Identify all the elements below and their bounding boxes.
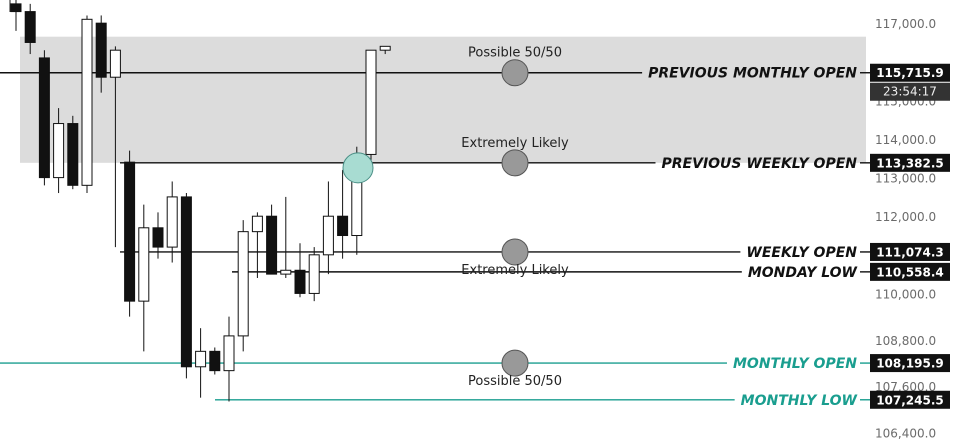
- price-badge: [870, 153, 950, 172]
- candle-body: [223, 335, 235, 372]
- candle-body: [251, 215, 263, 233]
- candle-body: [152, 227, 164, 248]
- price-badge-text: 110,558.4: [876, 265, 944, 279]
- level-marker: [501, 59, 529, 87]
- level-name-label: PREVIOUS WEEKLY OPEN: [662, 156, 858, 172]
- y-axis-tick-label: 112,000.0: [875, 210, 936, 224]
- level-name-label: MONTHLY OPEN: [733, 356, 857, 372]
- countdown-badge: [870, 82, 950, 101]
- candle-body: [10, 3, 22, 13]
- level-marker: [501, 349, 529, 377]
- candle-body: [24, 11, 36, 43]
- level-name-label: MONDAY LOW: [748, 265, 858, 281]
- annotation-label: Possible 50/50: [468, 46, 562, 61]
- highlight-marker: [342, 152, 374, 184]
- candle-body: [195, 350, 207, 368]
- candle-body: [124, 161, 136, 302]
- annotation-label: Possible 50/50: [468, 374, 562, 389]
- price-badge: [870, 262, 950, 281]
- candle-body: [95, 22, 107, 78]
- level-marker: [501, 238, 529, 266]
- candle-body: [53, 123, 65, 179]
- countdown-text: 23:54:17: [883, 85, 937, 99]
- y-axis-tick-label: 108,800.0: [875, 334, 936, 348]
- y-axis-tick-label: 113,000.0: [875, 172, 936, 186]
- price-badge-text: 107,245.5: [876, 393, 944, 407]
- price-badge-text: 111,074.3: [876, 245, 944, 259]
- candle-body: [294, 269, 306, 294]
- y-axis-tick-label: 110,000.0: [875, 287, 936, 301]
- candle-body: [180, 196, 192, 368]
- candle-body: [166, 196, 178, 248]
- price-badge: [870, 242, 950, 261]
- y-axis-tick-label: 106,400.0: [875, 426, 936, 440]
- price-badge: [870, 390, 950, 409]
- price-badge-text: 115,715.9: [876, 66, 944, 80]
- y-axis-tick-label: 107,600.0: [875, 380, 936, 394]
- candle-body: [322, 215, 334, 256]
- annotation-label: Extremely Likely: [461, 136, 569, 151]
- price-badge: [870, 354, 950, 373]
- level-name-label: PREVIOUS MONTHLY OPEN: [648, 66, 857, 82]
- candle-body: [280, 269, 292, 275]
- candle-body: [379, 45, 391, 51]
- candle-body: [237, 231, 249, 337]
- price-badge: [870, 63, 950, 82]
- level-name-label: WEEKLY OPEN: [746, 245, 857, 261]
- price-badge-text: 108,195.9: [876, 357, 944, 371]
- candle-body: [337, 215, 349, 237]
- level-name-label: MONTHLY LOW: [741, 393, 858, 409]
- level-marker: [501, 149, 529, 177]
- candle-body: [138, 227, 150, 302]
- candle-body: [209, 350, 221, 372]
- candle-body: [38, 57, 50, 179]
- candle-body: [109, 49, 121, 78]
- price-badge-text: 113,382.5: [876, 156, 944, 170]
- candle-body: [308, 254, 320, 294]
- annotation-label: Extremely Likely: [461, 263, 569, 278]
- shaded-zone: [20, 36, 866, 163]
- candle-body: [81, 18, 93, 186]
- y-axis-tick-label: 114,000.0: [875, 133, 936, 147]
- candle-body: [266, 215, 278, 275]
- candle-body: [365, 49, 377, 155]
- y-axis-tick-label: 117,000.0: [875, 17, 936, 31]
- candle-body: [67, 123, 79, 186]
